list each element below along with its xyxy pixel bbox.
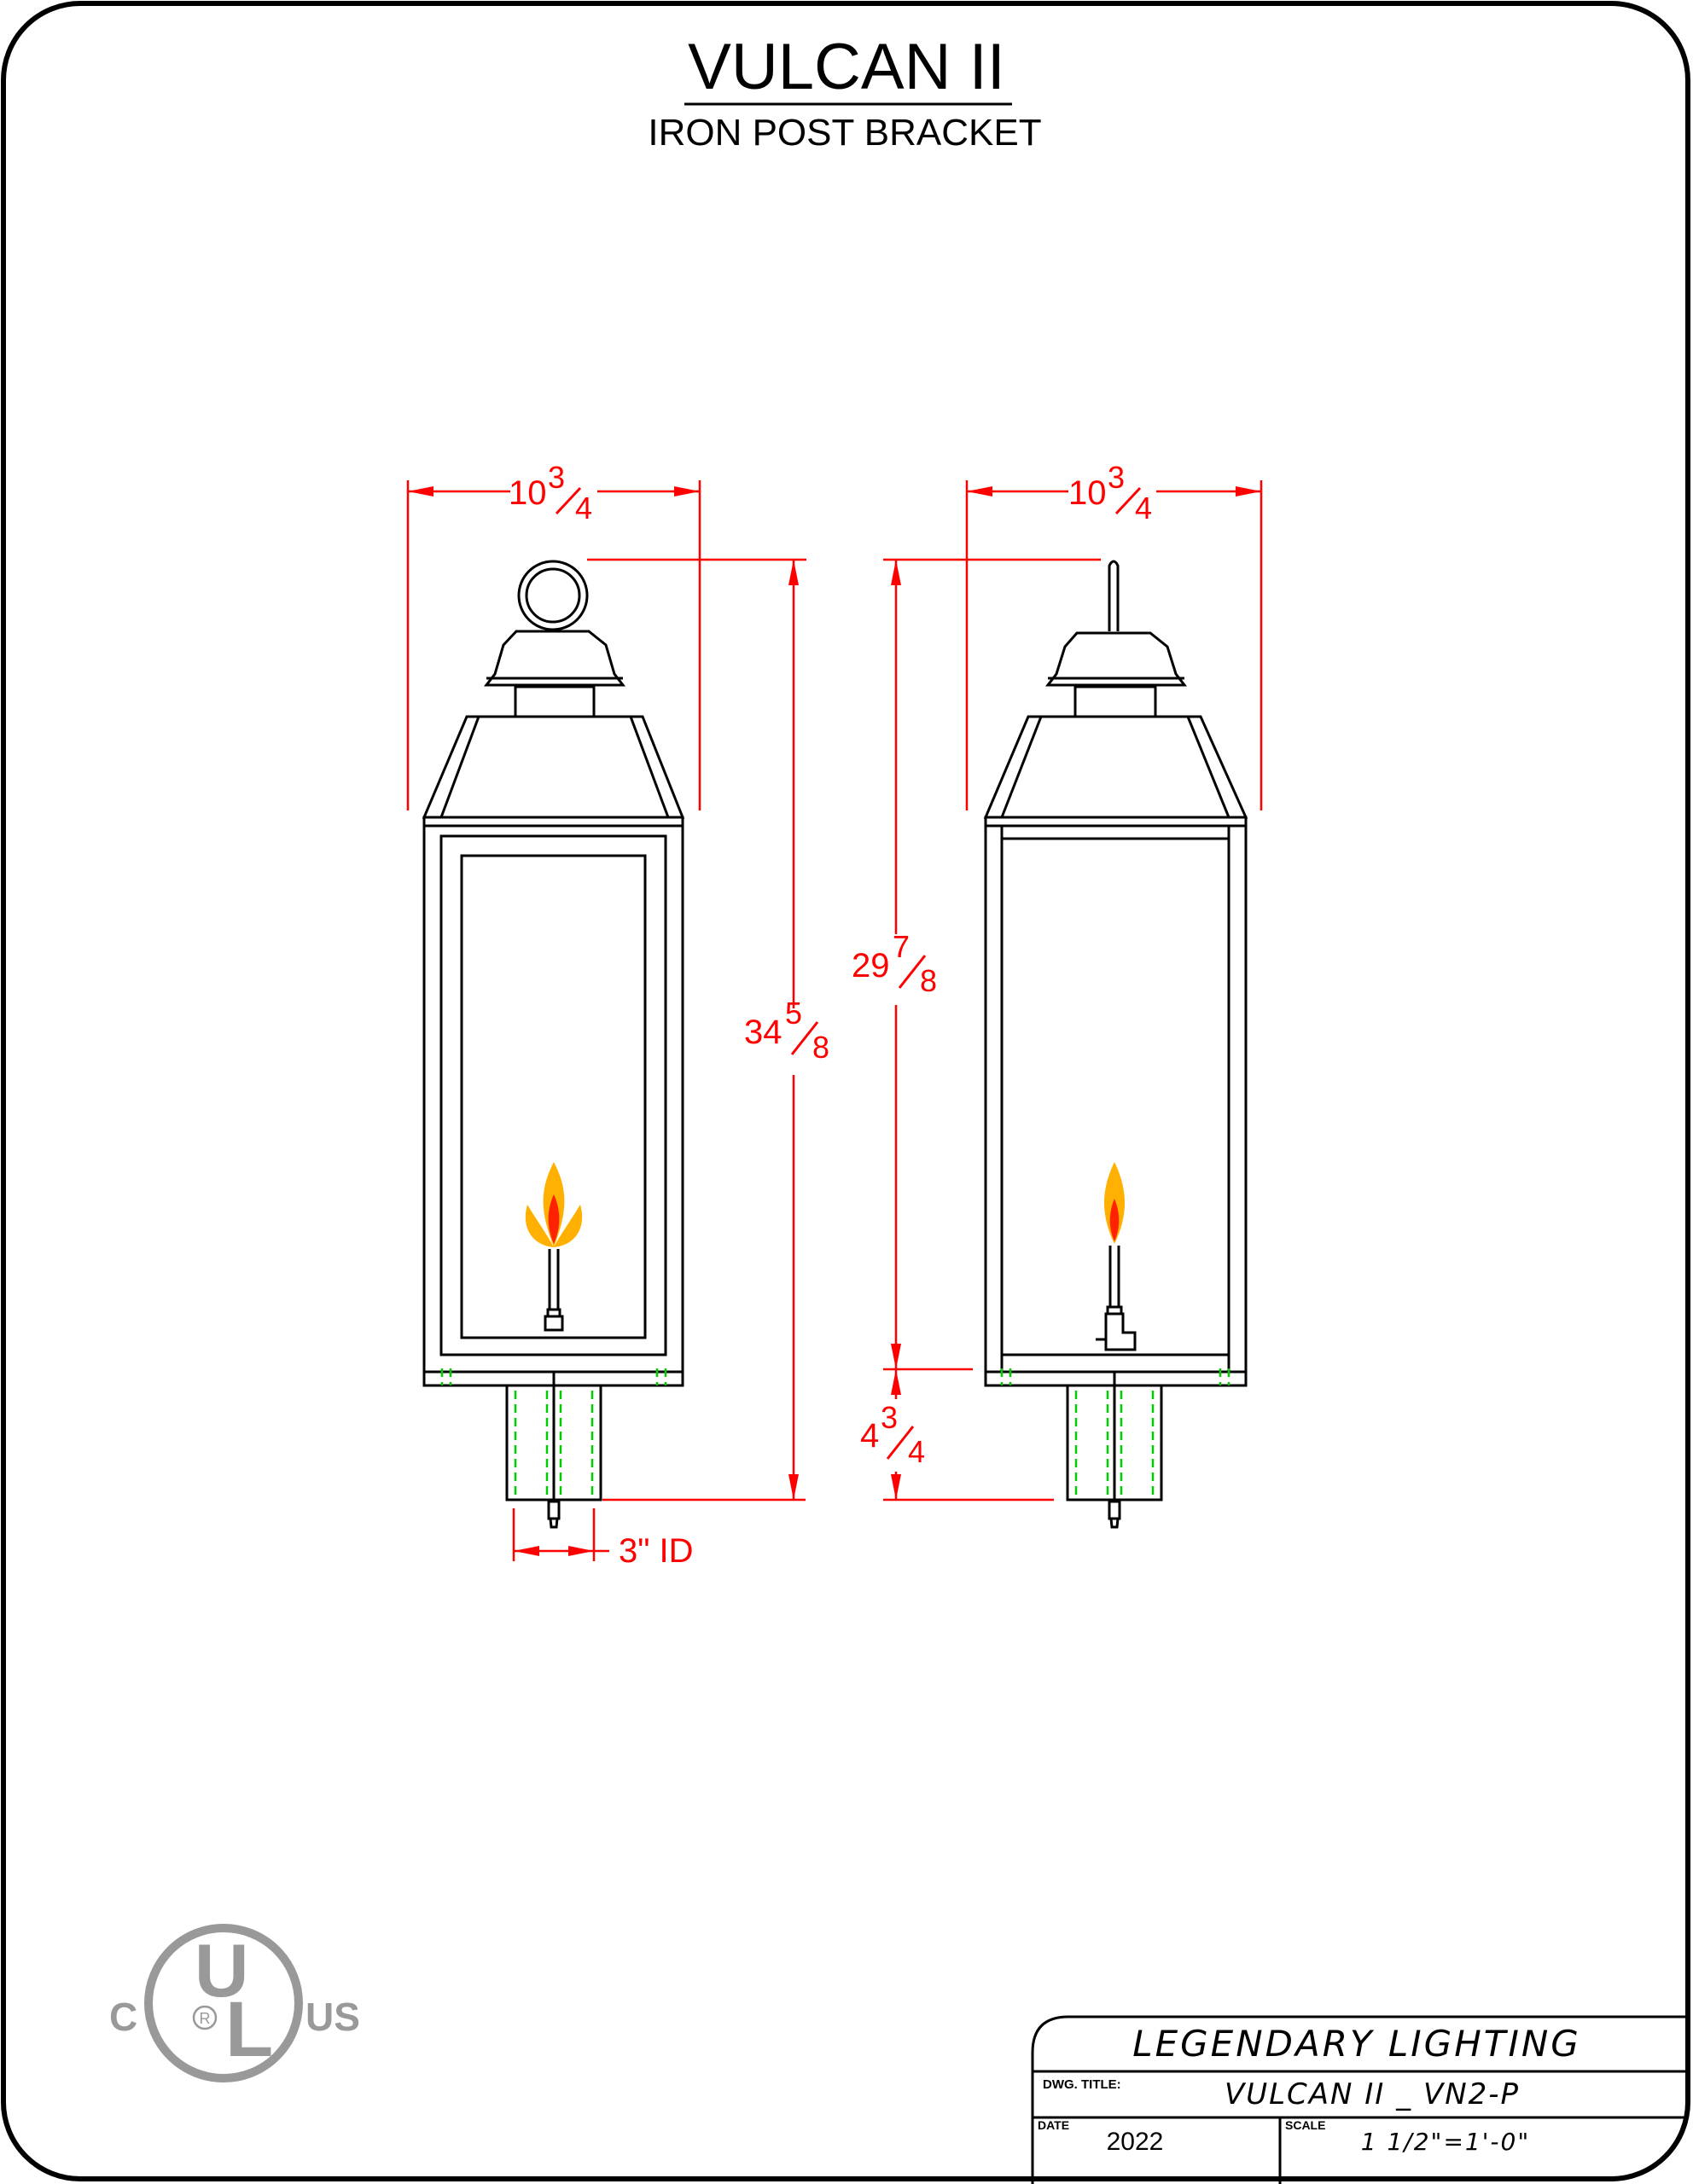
- drawing-subtitle: IRON POST BRACKET: [648, 112, 1041, 154]
- hanging-ring-inner: [525, 567, 581, 624]
- svg-text:4: 4: [1135, 491, 1152, 526]
- svg-text:5: 5: [785, 996, 802, 1031]
- svg-text:C: C: [109, 1995, 137, 2039]
- svg-text:10: 10: [509, 474, 547, 512]
- svg-text:3: 3: [548, 460, 565, 495]
- svg-text:R: R: [200, 2010, 211, 2027]
- side-dimension-arrows: [891, 486, 1261, 1500]
- title-block: [1031, 2015, 1686, 2184]
- front-flame-icon: [525, 1162, 583, 1247]
- side-roof: [983, 715, 1248, 819]
- drawing-title: VULCAN II: [688, 31, 1005, 103]
- glass-frame-outer: [439, 834, 667, 1356]
- side-burner-valve: [1104, 1312, 1137, 1351]
- svg-text:4: 4: [908, 1434, 925, 1469]
- svg-text:8: 8: [920, 963, 937, 998]
- svg-text:4: 4: [575, 491, 592, 526]
- date-label: DATE: [1038, 2118, 1069, 2132]
- side-flame-icon: [1104, 1162, 1125, 1244]
- svg-text:29: 29: [852, 947, 890, 985]
- crown-neck: [514, 685, 596, 719]
- front-dimension-arrows: [408, 486, 799, 1556]
- svg-text:3: 3: [881, 1400, 898, 1435]
- svg-text:34: 34: [744, 1014, 783, 1051]
- side-height-dimension: 29 7 8: [852, 929, 937, 998]
- front-view: [422, 560, 685, 1529]
- svg-text:10: 10: [1068, 474, 1107, 512]
- svg-text:7: 7: [893, 929, 910, 964]
- side-crown-neck: [1073, 685, 1157, 719]
- svg-text:8: 8: [812, 1030, 829, 1065]
- post-height-dimension: 4 3 4: [860, 1400, 925, 1469]
- burner-valve: [544, 1315, 564, 1332]
- post-id-dimension: 3" ID: [619, 1532, 694, 1570]
- side-gas-fitting: [1108, 1500, 1121, 1529]
- side-view: [983, 560, 1248, 1529]
- svg-text:3: 3: [1108, 460, 1125, 495]
- side-crown-cap: [1044, 631, 1188, 687]
- scale-value: 1 1/2"=1'-0": [1361, 2128, 1530, 2156]
- gas-fitting: [547, 1500, 561, 1529]
- company-name: LEGENDARY LIGHTING: [1132, 2023, 1581, 2065]
- glass-frame-inner: [460, 854, 647, 1339]
- finial: [1108, 560, 1120, 631]
- svg-text:L: L: [225, 1986, 273, 2073]
- svg-text:U: U: [195, 1928, 249, 2013]
- dwg-title-label: DWG. TITLE:: [1043, 2077, 1121, 2092]
- scale-label: SCALE: [1285, 2118, 1325, 2132]
- side-hidden-lines: [1000, 1368, 1230, 1495]
- front-dimensions: [406, 480, 806, 1561]
- front-hidden-lines: [440, 1368, 667, 1495]
- date-value: 2022: [1107, 2128, 1164, 2156]
- side-width-dimension: 10 3 4: [1068, 460, 1152, 526]
- svg-text:4: 4: [860, 1417, 879, 1455]
- crown-cap: [483, 630, 626, 687]
- roof: [422, 715, 685, 819]
- dwg-title-value: VULCAN II _ VN2-P: [1225, 2077, 1520, 2111]
- hanging-ring-outer: [517, 560, 589, 631]
- ul-certification-logo: U L R C US: [109, 1924, 360, 2082]
- side-dimensions: [883, 480, 1263, 1502]
- front-width-dimension: 10 3 4: [509, 460, 592, 526]
- front-height-dimension: 34 5 8: [744, 996, 829, 1065]
- svg-text:US: US: [305, 1995, 360, 2039]
